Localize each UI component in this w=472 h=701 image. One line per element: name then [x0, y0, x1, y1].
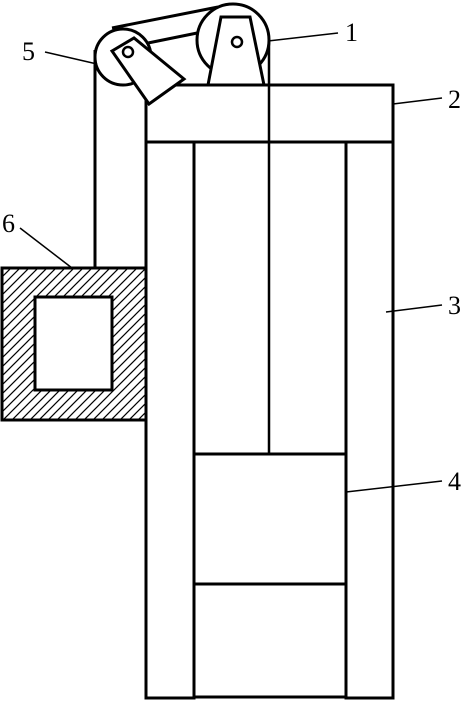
- pulley-main: [195, 2, 271, 87]
- counterweight-frame: [0, 266, 148, 422]
- label-pulley-aux: 5: [22, 37, 35, 66]
- leader-lines: [19, 32, 443, 493]
- leader-6: [19, 227, 73, 269]
- leader-2: [392, 97, 443, 105]
- shaft-wall-left: [144, 140, 196, 700]
- label-car: 4: [448, 467, 461, 496]
- label-top-beam: 2: [448, 85, 461, 114]
- pulley-main-bracket: [206, 15, 266, 87]
- leader-1: [267, 32, 339, 42]
- pulley-aux: [93, 27, 187, 107]
- label-shaft-wall: 3: [448, 291, 461, 320]
- pulley-aux-axle: [121, 45, 135, 59]
- label-pulley-main: 1: [345, 18, 358, 47]
- leader-4: [345, 480, 443, 493]
- leader-3: [385, 304, 443, 313]
- label-counterweight: 6: [2, 209, 15, 238]
- shaft-wall-right: [344, 140, 395, 700]
- pulley-main-axle: [230, 35, 244, 49]
- leader-5: [44, 51, 98, 65]
- belt-top: [111, 5, 219, 30]
- elevator-car: [192, 452, 348, 586]
- part-labels: 1 2 3 4 5 6: [2, 18, 461, 496]
- counterweight: [0, 266, 148, 422]
